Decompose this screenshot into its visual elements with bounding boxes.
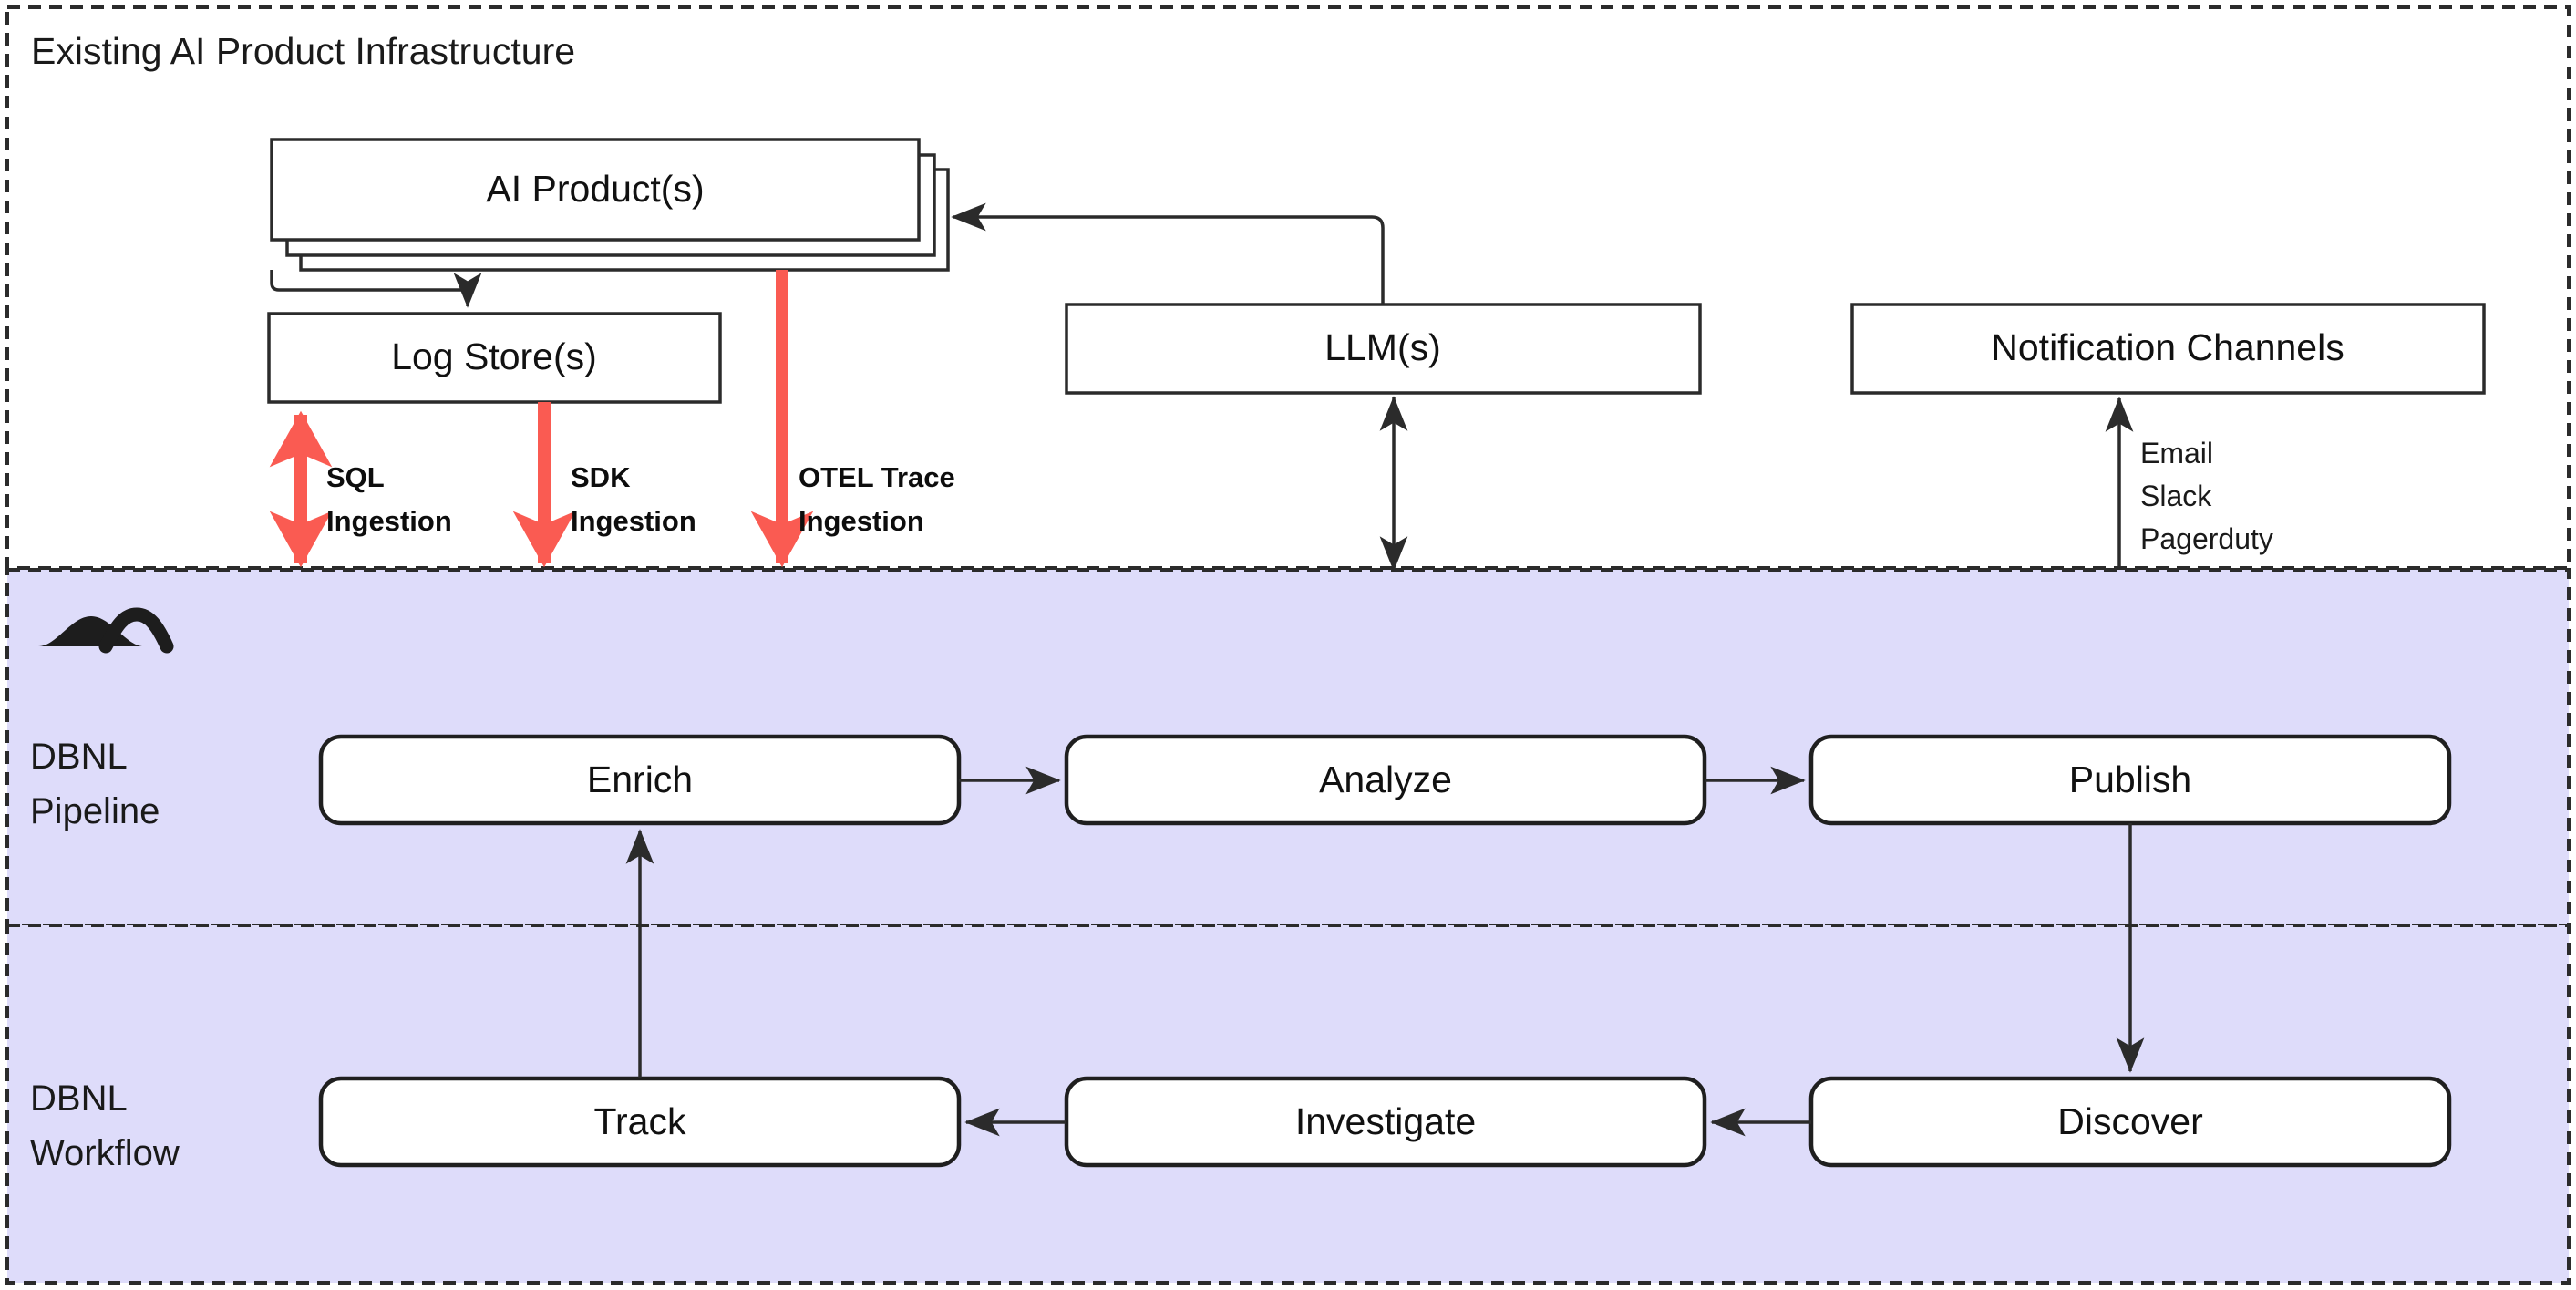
node-ai-product[interactable]: AI Product(s): [270, 138, 950, 272]
dbnl-mountain-logo: [38, 607, 174, 654]
node-notification-channels-label: Notification Channels: [1991, 326, 2344, 368]
edge-aiproduct-to-logstore: [270, 270, 482, 308]
node-discover[interactable]: Discover: [1808, 1076, 2452, 1168]
edge-sql-ingestion-label-line2: Ingestion: [326, 505, 452, 537]
node-track[interactable]: Track: [318, 1076, 962, 1168]
edge-notification-label-3: Pagerduty: [2140, 522, 2273, 555]
zone-dbnl-workflow-label-line2: Workflow: [30, 1133, 180, 1173]
node-discover-label: Discover: [2057, 1100, 2202, 1142]
zone-existing-infra: [5, 5, 2571, 570]
node-llm[interactable]: LLM(s): [1065, 303, 1702, 395]
node-analyze[interactable]: Analyze: [1064, 734, 1707, 826]
edge-notification-label-1: Email: [2140, 437, 2213, 470]
edge-notification-label-2: Slack: [2140, 480, 2212, 512]
node-notification-channels[interactable]: Notification Channels: [1850, 303, 2486, 395]
edge-sdk-ingestion-label-line2: Ingestion: [571, 505, 696, 537]
node-investigate-label: Investigate: [1295, 1100, 1476, 1142]
node-investigate[interactable]: Investigate: [1064, 1076, 1707, 1168]
node-log-store-label: Log Store(s): [391, 335, 597, 377]
edge-llm-to-aiproduct: [951, 202, 1385, 304]
node-llm-label: LLM(s): [1324, 326, 1441, 368]
node-ai-product-label: AI Product(s): [486, 168, 704, 210]
node-enrich-label: Enrich: [587, 759, 693, 800]
zone-dbnl-pipeline-label-line1: DBNL: [30, 737, 128, 777]
edge-sql-ingestion-label-line1: SQL: [326, 461, 385, 493]
node-enrich[interactable]: Enrich: [318, 734, 962, 826]
edge-sdk-ingestion-label-line1: SDK: [571, 461, 631, 493]
edge-otel-ingestion-label-line2: Ingestion: [799, 505, 924, 537]
node-publish[interactable]: Publish: [1808, 734, 2452, 826]
node-log-store[interactable]: Log Store(s): [267, 312, 722, 404]
node-analyze-label: Analyze: [1319, 759, 1452, 800]
zone-existing-infra-title: Existing AI Product Infrastructure: [31, 30, 575, 72]
edge-otel-ingestion-label-line1: OTEL Trace: [799, 461, 955, 493]
node-track-label: Track: [594, 1100, 686, 1142]
zone-dbnl-pipeline-label-line2: Pipeline: [30, 791, 160, 831]
node-publish-label: Publish: [2069, 759, 2191, 800]
zone-dbnl-workflow-label-line1: DBNL: [30, 1078, 128, 1119]
